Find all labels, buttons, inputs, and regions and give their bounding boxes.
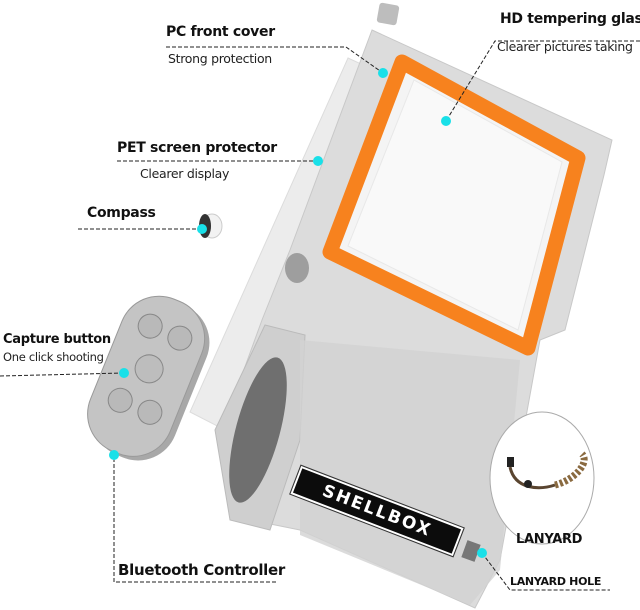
bluetooth-controller xyxy=(87,295,210,461)
capture-button-subtitle: One click shooting xyxy=(3,350,104,364)
case-knob xyxy=(376,2,400,26)
dot-capture-button xyxy=(119,368,129,378)
lanyard-strap xyxy=(507,451,588,490)
tempered-glass xyxy=(347,79,563,331)
pet-protector-title: PET screen protector xyxy=(117,140,277,156)
callout-dots xyxy=(109,68,487,558)
dot-compass xyxy=(197,224,207,234)
lanyard-title: LANYARD xyxy=(516,532,583,547)
compass-title: Compass xyxy=(87,205,156,221)
capture-button-title: Capture button xyxy=(3,332,111,347)
lower-box xyxy=(300,340,520,605)
hd-glass-title: HD tempering glass xyxy=(500,11,640,27)
dot-lanyard-hole xyxy=(477,548,487,558)
dot-pc-front-cover xyxy=(378,68,388,78)
lanyard-hole xyxy=(461,540,481,562)
pc-front-cover-title: PC front cover xyxy=(166,24,275,40)
lanyard-inset-circle xyxy=(489,411,595,545)
lanyard-hole-title: LANYARD HOLE xyxy=(510,575,602,588)
hd-glass-subtitle: Clearer pictures taking xyxy=(497,39,633,54)
dot-hd-glass xyxy=(441,116,451,126)
dot-pet-protector xyxy=(313,156,323,166)
bluetooth-controller-title: Bluetooth Controller xyxy=(118,561,285,579)
dot-bluetooth-controller xyxy=(109,450,119,460)
grip-hollow xyxy=(229,357,287,503)
pet-protector-subtitle: Clearer display xyxy=(140,166,230,181)
side-button xyxy=(285,253,309,283)
leader-lines xyxy=(0,40,640,591)
pc-front-cover-subtitle: Strong protection xyxy=(168,51,272,66)
